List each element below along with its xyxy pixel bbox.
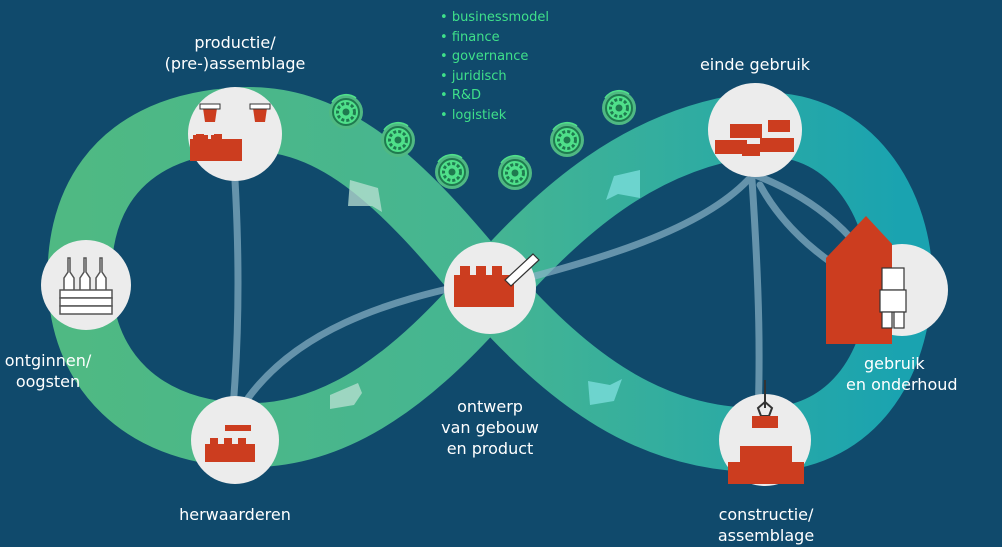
stage-label-construction: constructie/ assemblage [686, 504, 846, 546]
label-line: constructie/ [718, 505, 814, 524]
node-design [444, 242, 540, 334]
node-production [188, 87, 282, 181]
flow-chevron-icon [330, 180, 382, 409]
label-line: assemblage [717, 526, 815, 545]
node-construction [719, 380, 811, 486]
topic-item: governance [440, 47, 549, 67]
small-bricks-icon [205, 425, 255, 462]
topic-item: finance [440, 28, 549, 48]
node-extraction [41, 240, 131, 330]
topic-item: juridisch [440, 67, 549, 87]
stage-label-use: gebruik en onderhoud [846, 353, 1002, 395]
label-line: en onderhoud [846, 375, 958, 394]
dispenser-brick-icon [190, 103, 271, 161]
stage-label-extraction: ontginnen/ oogsten [0, 350, 96, 392]
crane-bricks-icon [728, 380, 804, 484]
crate-bottles-icon [59, 257, 113, 315]
topic-item: logistiek [440, 106, 549, 126]
node-use [826, 216, 948, 344]
label-line: ontginnen/ [4, 351, 92, 370]
label-line: gebruik [864, 354, 925, 373]
label-line: productie/ [194, 33, 276, 52]
brick-pencil-icon [454, 253, 540, 307]
label-line: ontwerp [457, 397, 523, 416]
stage-label-revalorisation: herwaarderen [160, 504, 310, 525]
label-line: en product [446, 439, 534, 458]
label-line: (pre-)assemblage [164, 54, 306, 73]
stage-label-design: ontwerp van gebouw en product [410, 396, 570, 459]
house-figure-icon [826, 216, 907, 344]
node-end-of-use [708, 83, 802, 177]
stage-label-end-of-use: einde gebruik [680, 54, 830, 75]
label-line: einde gebruik [699, 55, 811, 74]
node-revalorisation [191, 396, 279, 484]
topic-item: businessmodel [440, 8, 549, 28]
topic-item: R&D [440, 86, 549, 106]
label-line: van gebouw [441, 418, 539, 437]
disassembled-bricks-icon [715, 120, 794, 156]
flow-chevron-icon [588, 170, 640, 405]
stage-label-production: productie/ (pre-)assemblage [155, 32, 315, 74]
topics-list: businessmodel finance governance juridis… [440, 8, 549, 125]
label-line: herwaarderen [179, 505, 291, 524]
label-line: oogsten [15, 372, 81, 391]
